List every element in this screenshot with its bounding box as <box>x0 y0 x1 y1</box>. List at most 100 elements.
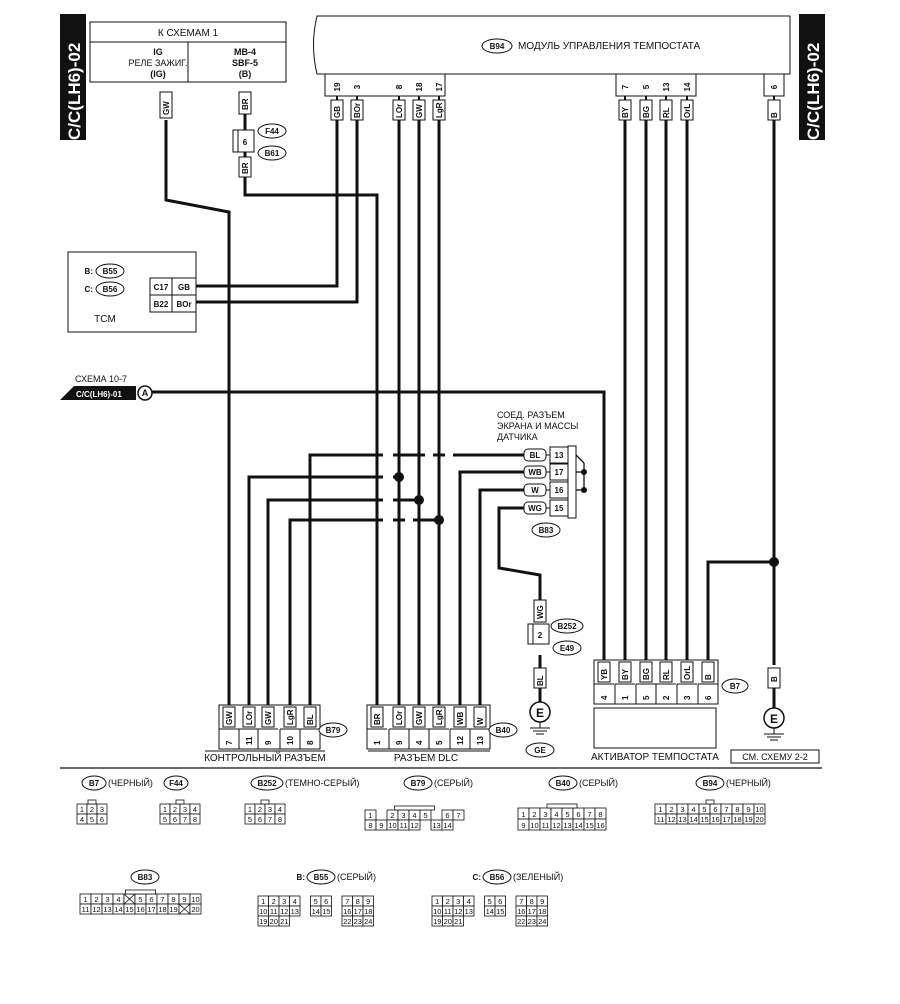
pin-number: 6 <box>704 695 713 700</box>
wire-tag <box>659 661 673 683</box>
wire-tag <box>680 661 694 683</box>
svg-text:SBF-5: SBF-5 <box>232 58 258 68</box>
module-code: B94 <box>490 42 505 51</box>
svg-text:B:: B: <box>85 267 93 276</box>
svg-text:18: 18 <box>538 907 546 916</box>
module-wire-code: LgR <box>435 102 444 118</box>
svg-text:B79: B79 <box>411 779 426 788</box>
svg-text:4: 4 <box>80 815 84 824</box>
svg-text:11: 11 <box>270 907 278 916</box>
svg-text:8: 8 <box>193 815 197 824</box>
svg-text:13: 13 <box>678 815 686 824</box>
svg-text:6: 6 <box>149 895 153 904</box>
svg-text:2: 2 <box>90 805 94 814</box>
svg-text:10: 10 <box>433 907 441 916</box>
svg-text:11: 11 <box>444 907 452 916</box>
svg-text:9: 9 <box>366 897 370 906</box>
svg-text:4: 4 <box>554 810 558 819</box>
ground-connector: WG 2 BL E B252 E49 GE <box>525 599 584 758</box>
wire-tag <box>432 706 446 728</box>
svg-text:4: 4 <box>193 805 197 814</box>
module-wire-tag <box>767 99 781 121</box>
svg-text:17: 17 <box>354 907 362 916</box>
top-left-tags: GW BR 6 BR F44 B61 <box>159 91 287 178</box>
svg-text:3: 3 <box>282 897 286 906</box>
svg-text:MB-4: MB-4 <box>234 47 256 57</box>
wire-tag <box>283 706 297 728</box>
wire-code: B <box>704 674 713 680</box>
svg-text:3: 3 <box>401 811 405 820</box>
svg-text:4: 4 <box>691 805 695 814</box>
svg-text:(СЕРЫЙ): (СЕРЫЙ) <box>579 777 618 788</box>
svg-text:24: 24 <box>538 917 546 926</box>
wire-code: BY <box>621 668 630 680</box>
pin-number: 5 <box>435 740 444 745</box>
module-wire-tag <box>350 99 364 121</box>
svg-text:20: 20 <box>755 815 763 824</box>
svg-text:7: 7 <box>183 815 187 824</box>
wire-tag <box>701 661 715 683</box>
svg-text:12: 12 <box>92 905 100 914</box>
module-wire-tag <box>659 99 673 121</box>
module-wire-tag <box>618 99 632 121</box>
svg-text:14: 14 <box>486 907 494 916</box>
wire-tag <box>618 661 632 683</box>
svg-text:5: 5 <box>248 815 252 824</box>
svg-text:B94: B94 <box>703 779 718 788</box>
module-pin-number: 6 <box>770 84 779 89</box>
svg-text:8: 8 <box>368 821 372 830</box>
shield-pin-number: 15 <box>555 504 564 513</box>
svg-text:СМ. СХЕМУ 2-2: СМ. СХЕМУ 2-2 <box>742 752 808 762</box>
control-connector-label: КОНТРОЛЬНЫЙ РАЗЪЕМ <box>204 751 326 764</box>
pin-number: 7 <box>225 740 234 745</box>
to-diagrams-box: К СХЕМАМ 1 IG РЕЛЕ ЗАЖИГ. (IG) MB-4 SBF-… <box>89 21 287 83</box>
svg-text:13: 13 <box>103 905 111 914</box>
svg-text:B7: B7 <box>730 682 741 691</box>
svg-text:22: 22 <box>343 917 351 926</box>
shield-wire-code: WG <box>528 504 542 513</box>
svg-text:1: 1 <box>435 897 439 906</box>
module-wire-tag <box>392 99 406 121</box>
svg-text:12: 12 <box>280 907 288 916</box>
svg-text:7: 7 <box>724 805 728 814</box>
svg-text:4: 4 <box>293 897 297 906</box>
svg-text:13: 13 <box>291 907 299 916</box>
svg-text:СОЕД. РАЗЪЕМ: СОЕД. РАЗЪЕМ <box>497 410 565 420</box>
pin-number: 2 <box>662 695 671 700</box>
pin-number: 9 <box>395 740 404 745</box>
wire-tag <box>392 706 406 728</box>
svg-text:B22: B22 <box>154 300 169 309</box>
svg-text:GE: GE <box>534 746 546 755</box>
wire-tag <box>639 661 653 683</box>
svg-text:B55: B55 <box>103 267 118 276</box>
svg-text:19: 19 <box>169 905 177 914</box>
svg-text:16: 16 <box>711 815 719 824</box>
shield-wire-code: BL <box>530 451 541 460</box>
module-wire-code: BOr <box>353 103 362 118</box>
scheme-reference: СХЕМА 10-7 C/C(LH6)-01 A <box>60 374 153 401</box>
svg-text:5: 5 <box>138 895 142 904</box>
module-pin-number: 17 <box>435 82 444 91</box>
shield-pin-number: 13 <box>555 451 564 460</box>
svg-text:8: 8 <box>278 815 282 824</box>
svg-text:20: 20 <box>191 905 199 914</box>
svg-text:20: 20 <box>270 917 278 926</box>
svg-text:6: 6 <box>243 138 248 147</box>
wires <box>152 120 779 705</box>
svg-text:23: 23 <box>354 917 362 926</box>
svg-text:8: 8 <box>735 805 739 814</box>
svg-text:23: 23 <box>528 917 536 926</box>
module-wire-code: GB <box>333 106 342 118</box>
module-pin-number: 5 <box>642 84 651 89</box>
svg-text:B40: B40 <box>556 779 571 788</box>
svg-text:3: 3 <box>543 810 547 819</box>
svg-text:14: 14 <box>312 907 320 916</box>
svg-text:4: 4 <box>116 895 120 904</box>
svg-text:B: B <box>770 676 779 682</box>
svg-text:IG: IG <box>153 47 163 57</box>
wire-tag <box>222 706 236 728</box>
svg-text:3: 3 <box>268 805 272 814</box>
svg-text:4: 4 <box>278 805 282 814</box>
